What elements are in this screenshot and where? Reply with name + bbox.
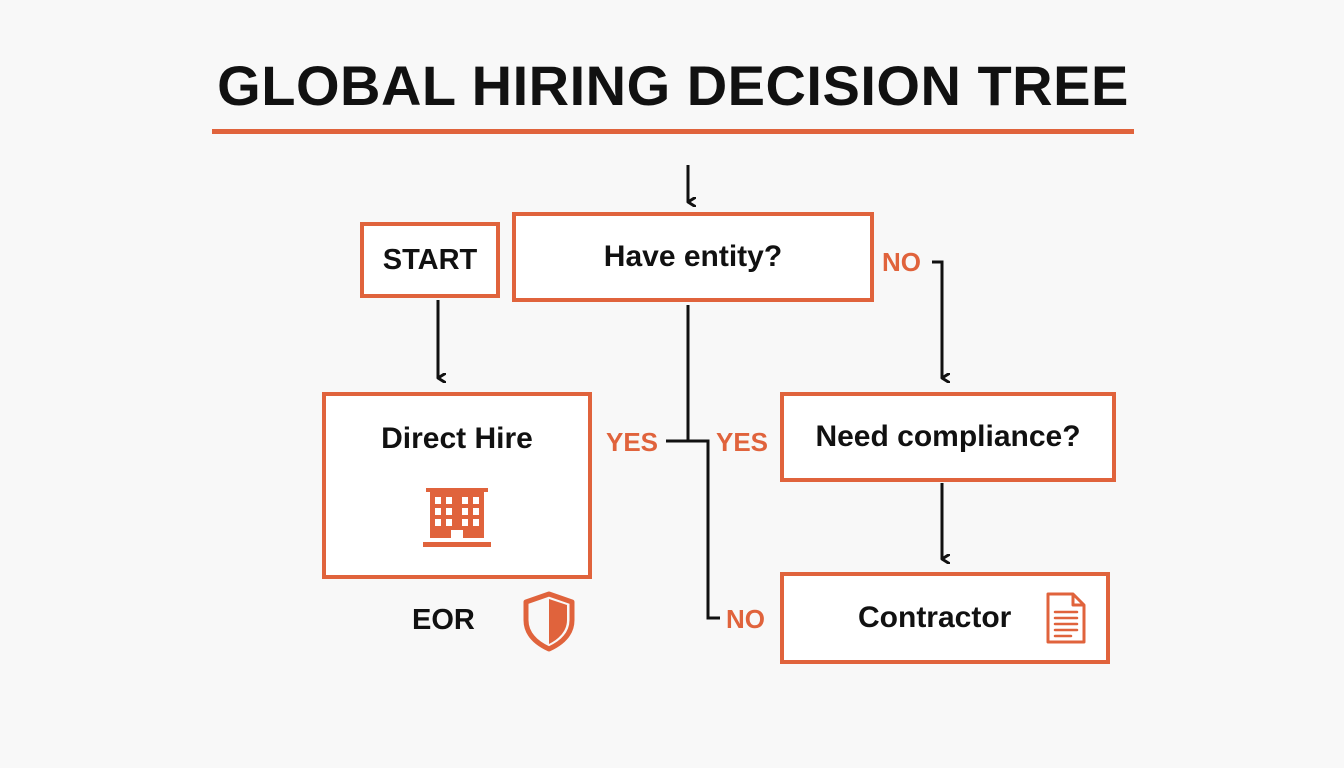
start-node: START [360, 222, 500, 298]
have-entity-node-label: Have entity? [603, 240, 783, 273]
diagram-title: GLOBAL HIRING DECISION TREE [217, 54, 1129, 117]
have-entity-yes-right-label: YES [716, 427, 769, 457]
have-entity-yes-left-label: YES [606, 427, 659, 457]
have-entity-no-bottom-label: NO [726, 604, 765, 634]
have-entity-no-label: NO [882, 247, 921, 277]
have-entity-node: Have entity? [512, 212, 874, 302]
office-building-icon [423, 488, 491, 547]
contractor-node-label: Contractor [858, 601, 1012, 634]
need-compliance-node-label: Need compliance? [815, 420, 1081, 453]
yes-junction-right [688, 439, 720, 620]
start-node-label: START [382, 243, 478, 276]
direct-hire-node: Direct Hire [322, 392, 592, 579]
eor-outcome-label: EOR [412, 604, 475, 636]
direct-hire-node-label: Direct Hire [381, 422, 533, 455]
need-compliance-node: Need compliance? [780, 392, 1116, 482]
title-underline [212, 129, 1134, 134]
shield-icon [523, 591, 575, 652]
no-branch-to-compliance [932, 260, 942, 378]
document-icon [1046, 592, 1086, 644]
